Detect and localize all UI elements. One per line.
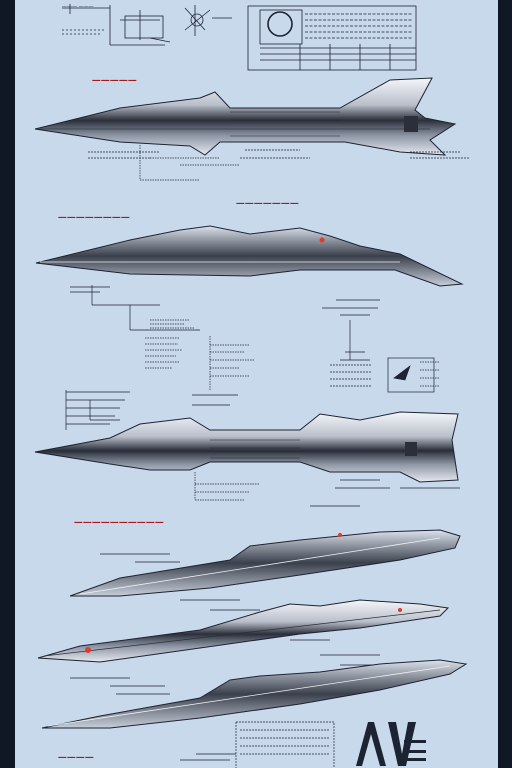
ship-angled-view-a [69,529,461,597]
label-red-4: —————————— [74,518,164,528]
label-red-3: ———————— [58,213,130,223]
header-schematic-right [247,5,417,71]
ship-4-callouts [100,553,260,611]
label-red-5: ———— [58,753,94,763]
header-schematic-left: ——— ——— [62,4,232,46]
ship-top-callouts [88,145,470,181]
ship-top-view [34,77,457,156]
label-red-2: ——————— [236,199,299,209]
ship-side-callouts [65,285,440,430]
ship-side-view-mid [34,411,459,483]
ship-6-callouts [70,677,335,768]
label-red-1: ————— [92,76,137,86]
footer-title-block [356,722,426,766]
ship-side-view-upper [35,225,464,287]
ship-angled-view-c [41,659,468,729]
ship-mid-callouts [194,472,460,507]
ship-angled-view-b [37,599,450,663]
svg-text:——— ———: ——— ——— [62,4,94,10]
